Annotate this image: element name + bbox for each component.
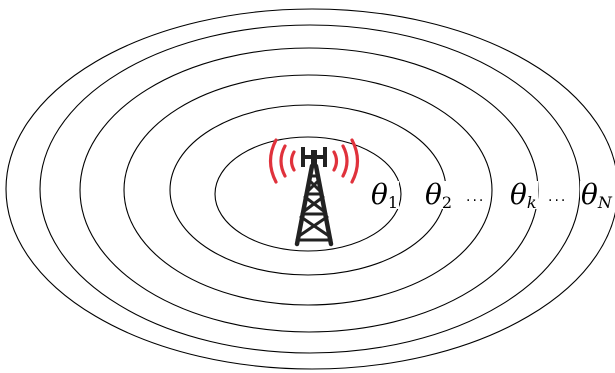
ellipsis-between-k-and-n: ··· bbox=[548, 193, 568, 209]
signal-wave-left-2 bbox=[279, 144, 287, 178]
theta-k-label: θk bbox=[509, 178, 538, 212]
ring-1 bbox=[214, 136, 402, 252]
signal-wave-right-1 bbox=[332, 150, 339, 172]
signal-wave-right-2 bbox=[341, 144, 349, 178]
ring-6 bbox=[5, 8, 615, 370]
cell-tower-icon bbox=[294, 147, 334, 247]
theta-n-label: θN bbox=[580, 178, 613, 212]
ring-4 bbox=[79, 47, 539, 333]
signal-wave-right-3 bbox=[350, 138, 360, 184]
theta-1-label: θ1 bbox=[370, 178, 400, 212]
ellipsis-between-2-and-k: ··· bbox=[466, 193, 486, 209]
signal-wave-left-1 bbox=[289, 150, 296, 172]
signal-wave-left-3 bbox=[268, 138, 278, 184]
theta-2-label: θ2 bbox=[424, 178, 454, 212]
radio-signal-icon bbox=[268, 138, 360, 184]
ring-3 bbox=[123, 74, 493, 306]
